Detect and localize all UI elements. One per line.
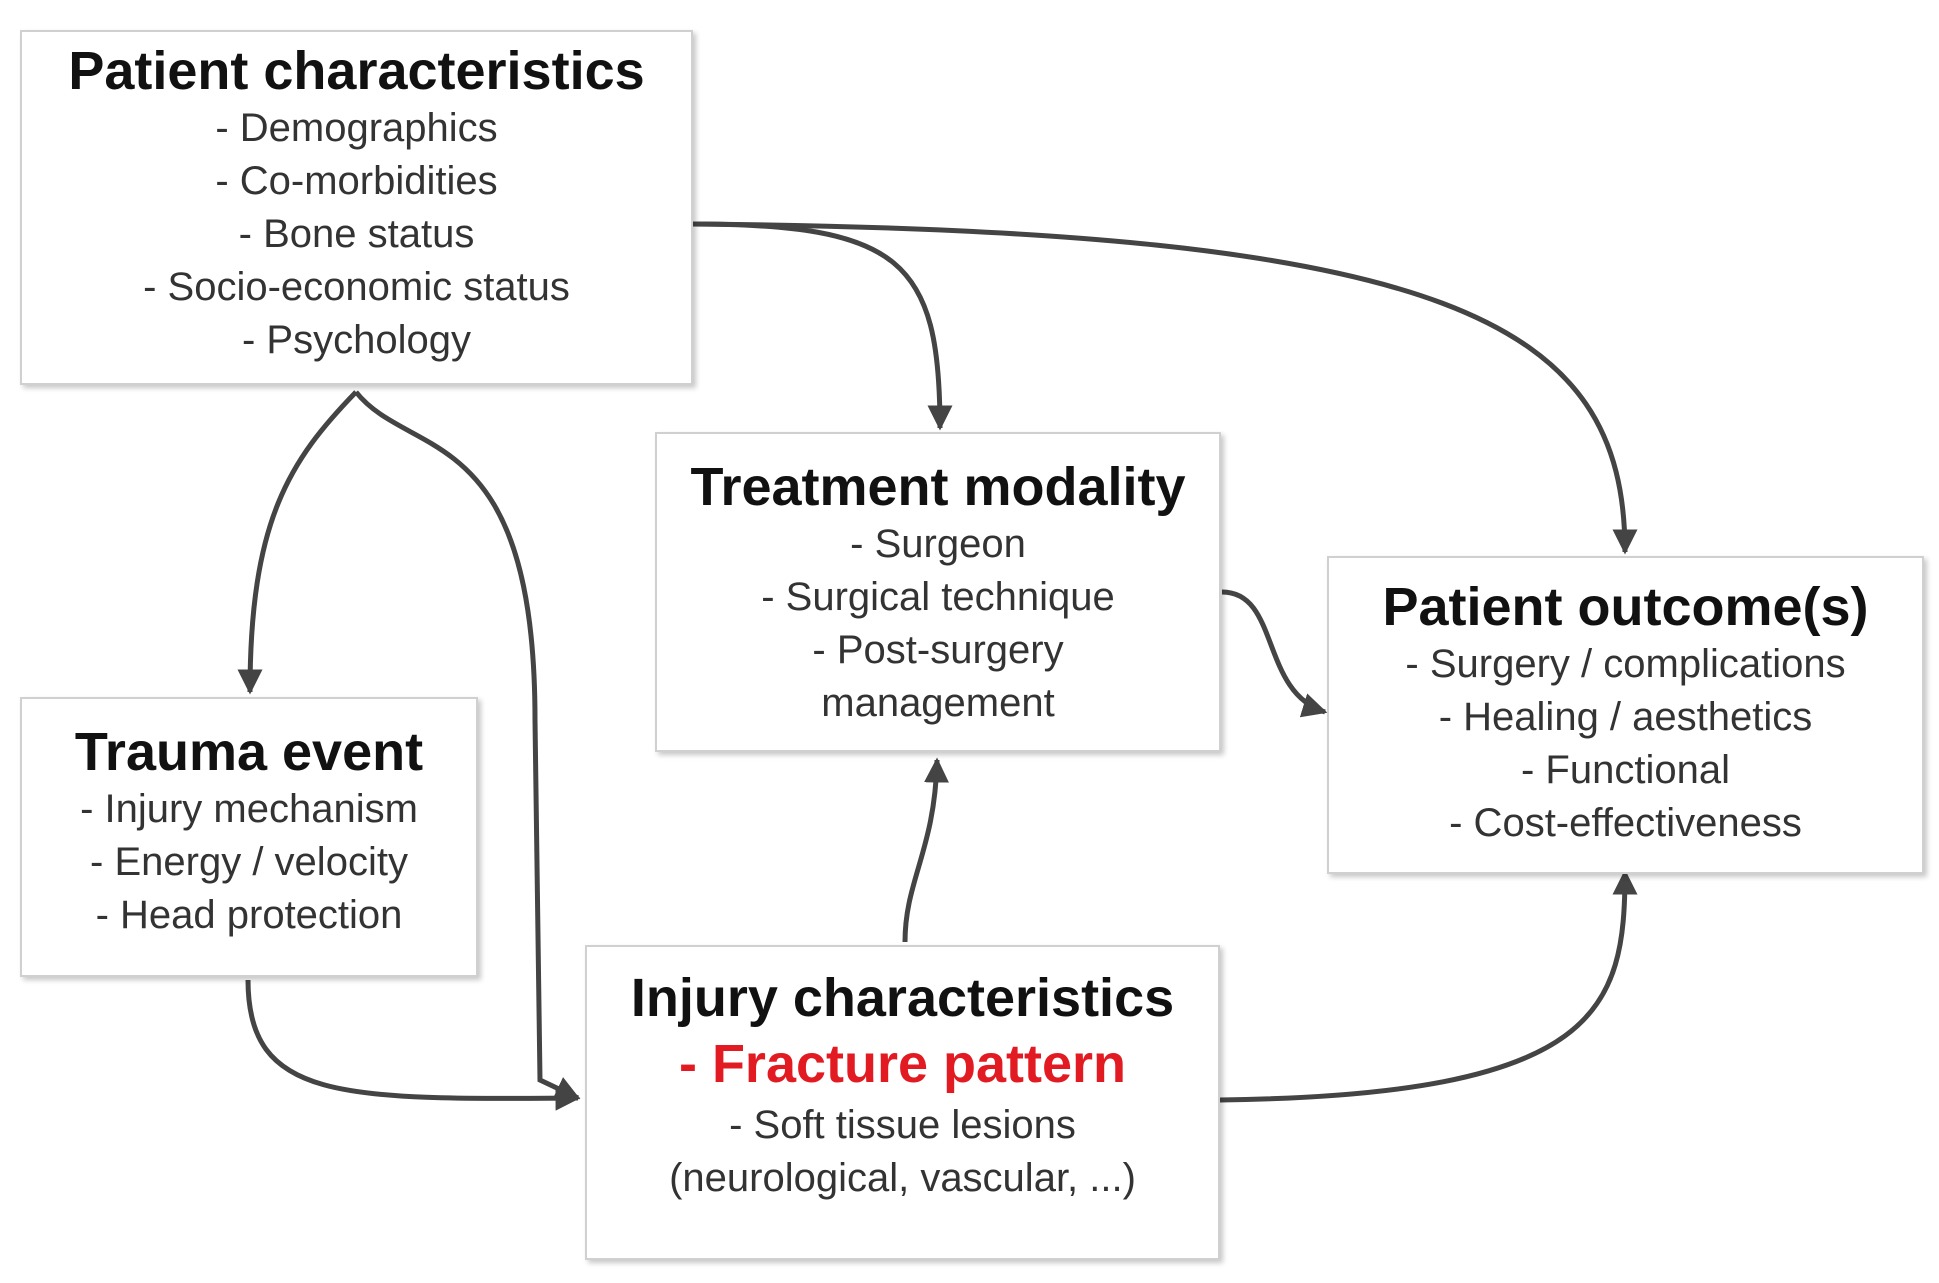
list-item: - Bone status xyxy=(238,212,475,257)
list-item: management xyxy=(821,681,1055,726)
trauma-event-box: Trauma event - Injury mechanism - Energy… xyxy=(20,697,478,977)
list-item: - Energy / velocity xyxy=(90,840,408,885)
list-item: - Head protection xyxy=(95,893,403,938)
list-item: - Surgery / complications xyxy=(1405,642,1846,687)
arrow-trauma-to-injury xyxy=(245,979,581,1111)
treatment-modality-box: Treatment modality - Surgeon - Surgical … xyxy=(655,432,1221,752)
arrow-patient-to-outcome xyxy=(689,221,1638,555)
treatment-modality-title: Treatment modality xyxy=(690,457,1186,517)
trauma-event-title: Trauma event xyxy=(74,722,424,782)
arrow-patient-to-trauma xyxy=(237,390,358,695)
treatment-modality-list: - Surgeon - Surgical technique - Post-su… xyxy=(657,518,1219,730)
list-item: - Injury mechanism xyxy=(80,787,418,832)
list-item: - Co-morbidities xyxy=(215,159,498,204)
list-item: - Healing / aesthetics xyxy=(1438,695,1813,740)
arrow-patient-to-injury xyxy=(354,390,581,1101)
list-item: - Post-surgery xyxy=(812,628,1064,673)
list-item: - Socio-economic status xyxy=(143,265,570,310)
arrow-patient-to-treatment xyxy=(689,221,953,431)
list-item: - Psychology xyxy=(242,318,471,363)
injury-characteristics-title: Injury characteristics xyxy=(630,968,1175,1028)
patient-characteristics-title: Patient characteristics xyxy=(68,41,645,101)
patient-outcomes-box: Patient outcome(s) - Surgery / complicat… xyxy=(1327,556,1924,874)
trauma-event-list: - Injury mechanism - Energy / velocity -… xyxy=(22,783,476,942)
fracture-pattern-highlight: - Fracture pattern xyxy=(678,1034,1127,1095)
injury-characteristics-list: - Fracture pattern - Soft tissue lesions… xyxy=(587,1029,1218,1205)
injury-characteristics-box: Injury characteristics - Fracture patter… xyxy=(585,945,1220,1260)
patient-characteristics-box: Patient characteristics - Demographics -… xyxy=(20,30,693,385)
arrow-treatment-to-outcome xyxy=(1221,589,1328,718)
arrow-injury-to-treatment xyxy=(902,757,949,943)
patient-outcomes-list: - Surgery / complications - Healing / ae… xyxy=(1329,638,1922,850)
list-item: - Demographics xyxy=(215,106,498,151)
list-item: - Functional xyxy=(1521,748,1730,793)
list-item: - Surgeon xyxy=(850,522,1026,567)
patient-outcomes-title: Patient outcome(s) xyxy=(1382,577,1869,637)
arrow-injury-to-outcome xyxy=(1219,869,1638,1103)
patient-characteristics-list: - Demographics - Co-morbidities - Bone s… xyxy=(22,102,691,367)
list-item: (neurological, vascular, ...) xyxy=(669,1156,1136,1201)
list-item: - Soft tissue lesions xyxy=(729,1103,1076,1148)
list-item: - Cost-effectiveness xyxy=(1449,801,1802,846)
list-item: - Surgical technique xyxy=(761,575,1115,620)
